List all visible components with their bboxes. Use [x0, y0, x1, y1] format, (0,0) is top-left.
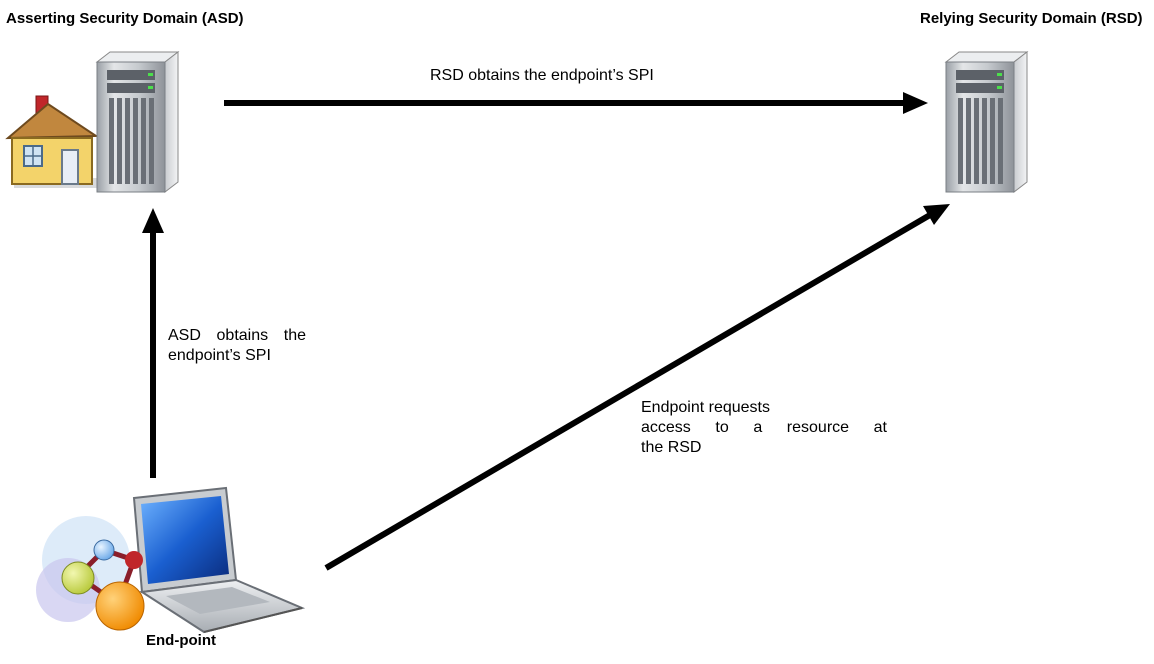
arrow-asd-to-rsd	[224, 92, 928, 114]
endpoint-title: End-point	[146, 632, 216, 649]
endpoint-to-rsd-label: Endpoint requests access to a resource a…	[641, 398, 887, 458]
endpoint-to-rsd-line-3: the RSD	[641, 439, 702, 456]
server-icon	[944, 50, 1029, 194]
arrow-endpoint-to-rsd	[324, 204, 950, 571]
rsd-title: Relying Security Domain (RSD)	[920, 10, 1143, 27]
house-icon	[5, 95, 102, 188]
endpoint-to-rsd-line-2: access to a resource at	[641, 419, 887, 436]
asd-to-rsd-label: RSD obtains the endpoint’s SPI	[430, 67, 654, 84]
molecule-icon	[36, 516, 145, 631]
endpoint-to-asd-line-2: endpoint’s SPI	[168, 347, 271, 364]
asd-title: Asserting Security Domain (ASD)	[6, 10, 244, 27]
server-icon	[95, 50, 180, 194]
endpoint-to-asd-line-1: ASD obtains the	[168, 327, 306, 344]
laptop-icon	[132, 486, 306, 634]
endpoint-to-rsd-line-1: Endpoint requests	[641, 399, 770, 416]
endpoint-to-asd-label: ASD obtains the endpoint’s SPI	[168, 326, 306, 366]
arrow-endpoint-to-asd	[142, 208, 164, 478]
